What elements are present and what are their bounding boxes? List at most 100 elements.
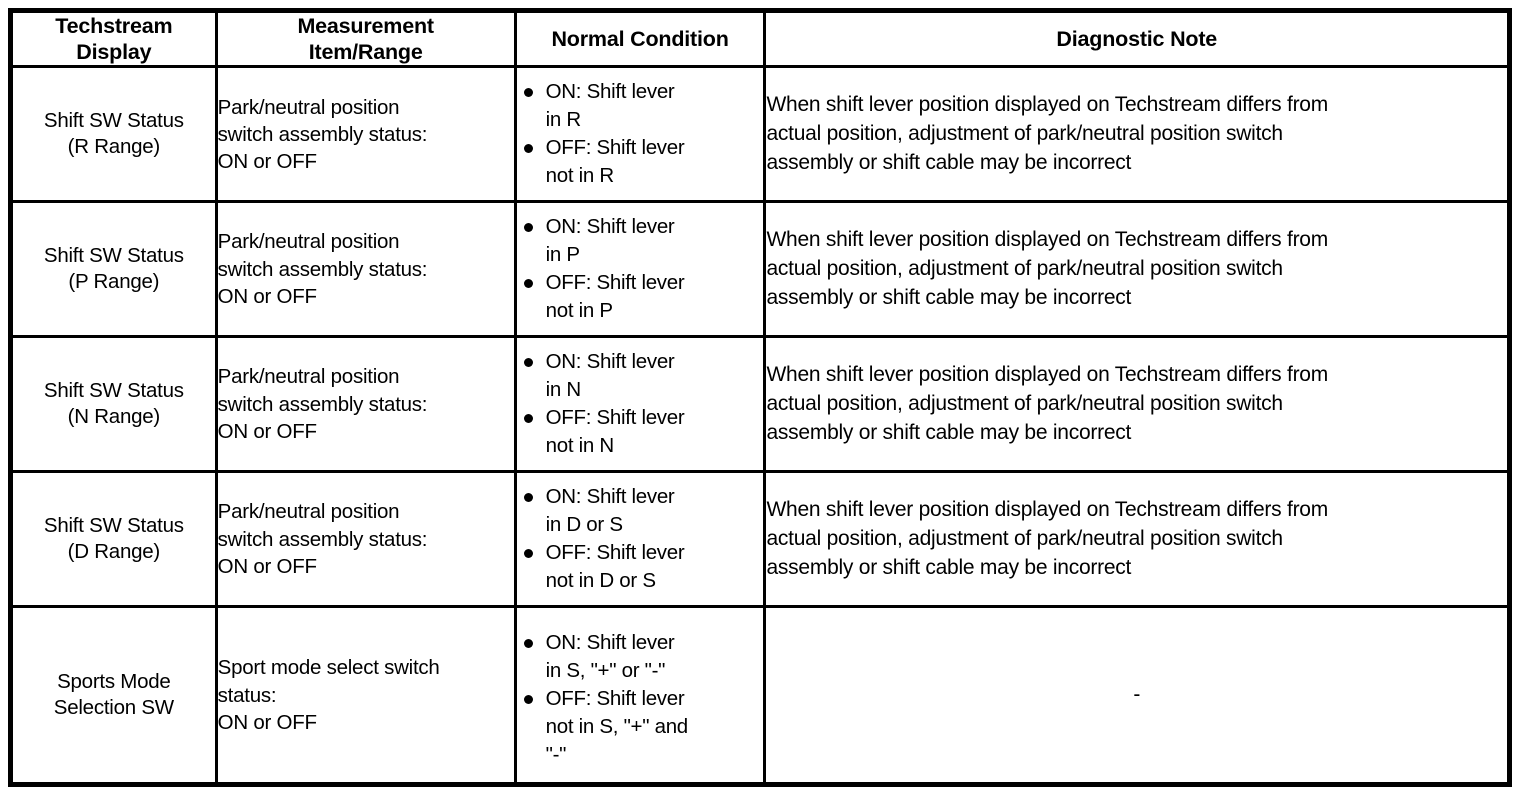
- measurement-line: Park/neutral position: [217, 230, 400, 254]
- display-line: Shift SW Status: [43, 379, 184, 403]
- cell-diagnostic-note-sports-mode-selection-sw: -: [764, 606, 1510, 785]
- condition-line: OFF: Shift lever: [545, 271, 685, 295]
- measurement-line: ON or OFF: [217, 150, 317, 174]
- column-header-line: Diagnostic Note: [1056, 27, 1218, 52]
- table-body: Shift SW Status(R Range)Park/neutral pos…: [10, 66, 1510, 785]
- condition-bullet-item: ON: Shift lever in D or S: [517, 483, 764, 538]
- column-header-line: Measurement: [297, 14, 434, 38]
- display-line: (P Range): [68, 270, 160, 294]
- display-line: Shift SW Status: [43, 109, 184, 133]
- measurement-line: ON or OFF: [217, 554, 317, 578]
- cell-techstream-display-shift-sw-status-p-range: Shift SW Status(P Range): [10, 201, 218, 339]
- cell-normal-condition-shift-sw-status-n-range: ON: Shift lever in N OFF: Shift lever not i…: [515, 336, 767, 474]
- display-line: (D Range): [67, 540, 161, 564]
- measurement-line: switch assembly status:: [217, 257, 428, 281]
- condition-bullet-item: ON: Shift lever in N: [517, 348, 764, 403]
- diagnostic-note-line: When shift lever position displayed on T…: [766, 498, 1328, 522]
- cell-measurement-item-range-shift-sw-status-p-range: Park/neutral position switch assembly sta…: [216, 201, 517, 339]
- diagnostic-note-line: When shift lever position displayed on T…: [766, 93, 1328, 117]
- measurement-line: switch assembly status:: [217, 392, 428, 416]
- condition-bullet-item: ON: Shift lever in R: [517, 78, 764, 133]
- condition-bullet-item: OFF: Shift lever not in S, "+" and "-": [517, 685, 762, 768]
- display-line: (N Range): [67, 405, 161, 429]
- cell-techstream-display-shift-sw-status-r-range: Shift SW Status(R Range): [10, 66, 218, 204]
- table-row: Shift SW Status(N Range) Park/neutral pos…: [10, 336, 1510, 474]
- diagnostic-note-line: actual position, adjustment of park/neut…: [766, 391, 1283, 415]
- column-header-line: Item/Range: [308, 40, 423, 65]
- condition-line: OFF: Shift lever: [545, 687, 685, 711]
- diagnostic-note-line: actual position, adjustment of park/neut…: [766, 526, 1283, 550]
- column-header-line: Display: [76, 40, 152, 65]
- condition-bullet-item: OFF: Shift lever not in P: [517, 269, 764, 324]
- condition-line: not in N: [545, 433, 615, 457]
- condition-line: OFF: Shift lever: [545, 136, 685, 160]
- column-header-normal-condition: Normal Condition: [515, 10, 767, 69]
- measurement-line: Sport mode select switch: [217, 656, 440, 680]
- display-line: Selection SW: [53, 696, 174, 720]
- column-header-diagnostic-note: Diagnostic Note: [764, 10, 1510, 69]
- diagnostic-note-line: assembly or shift cable may be incorrect: [766, 420, 1132, 444]
- cell-diagnostic-note-shift-sw-status-r-range: When shift lever position displayed on T…: [764, 66, 1510, 204]
- cell-diagnostic-note-shift-sw-status-d-range: When shift lever position displayed on T…: [764, 471, 1510, 609]
- display-line: Sports Mode: [57, 669, 171, 693]
- diagnostic-note-line: assembly or shift cable may be incorrect: [766, 555, 1132, 579]
- condition-line: "-": [545, 742, 567, 766]
- condition-line: OFF: Shift lever: [545, 406, 685, 430]
- table-row: Shift SW Status(R Range)Park/neutral pos…: [10, 66, 1510, 204]
- condition-line: ON: Shift lever: [545, 215, 675, 239]
- condition-line: ON: Shift lever: [545, 630, 675, 654]
- cell-measurement-item-range-shift-sw-status-n-range: Park/neutral position switch assembly sta…: [216, 336, 517, 474]
- display-line: Shift SW Status: [43, 244, 184, 268]
- measurement-line: switch assembly status:: [217, 527, 428, 551]
- diagnostic-note-line: assembly or shift cable may be incorrect: [766, 285, 1132, 309]
- condition-list: ON: Shift lever in D or S OFF: Shift lever…: [517, 483, 764, 595]
- measurement-line: Park/neutral position: [217, 95, 400, 119]
- diagnostic-note-line: -: [1133, 682, 1141, 706]
- table-row: Shift SW Status(D Range)Park/neutral pos…: [10, 471, 1510, 609]
- condition-line: OFF: Shift lever: [545, 541, 685, 565]
- table-row: Shift SW Status(P Range)Park/neutral pos…: [10, 201, 1510, 339]
- cell-diagnostic-note-shift-sw-status-n-range: When shift lever position displayed on T…: [764, 336, 1510, 474]
- diagnostic-note-line: When shift lever position displayed on T…: [766, 228, 1328, 252]
- condition-line: not in S, "+" and: [545, 714, 689, 738]
- condition-list: ON: Shift lever in N OFF: Shift lever not i…: [517, 348, 764, 460]
- diagnostic-note-line: actual position, adjustment of park/neut…: [766, 122, 1283, 146]
- condition-line: in N: [545, 377, 582, 401]
- measurement-line: status:: [217, 683, 277, 707]
- cell-normal-condition-shift-sw-status-d-range: ON: Shift lever in D or S OFF: Shift lever…: [515, 471, 767, 609]
- cell-measurement-item-range-shift-sw-status-d-range: Park/neutral position switch assembly sta…: [216, 471, 517, 609]
- measurement-line: ON or OFF: [217, 419, 317, 443]
- condition-line: not in P: [545, 299, 613, 323]
- condition-line: in R: [545, 107, 582, 131]
- cell-techstream-display-shift-sw-status-d-range: Shift SW Status(D Range): [10, 471, 218, 609]
- diagnostic-note-line: actual position, adjustment of park/neut…: [766, 256, 1283, 280]
- cell-diagnostic-note-shift-sw-status-p-range: When shift lever position displayed on T…: [764, 201, 1510, 339]
- measurement-line: Park/neutral position: [217, 500, 400, 524]
- measurement-line: Park/neutral position: [217, 365, 400, 389]
- condition-line: ON: Shift lever: [545, 349, 675, 373]
- condition-bullet-item: OFF: Shift lever not in N: [517, 404, 764, 459]
- condition-line: ON: Shift lever: [545, 484, 675, 508]
- measurement-line: ON or OFF: [217, 284, 317, 308]
- display-line: Shift SW Status: [43, 514, 184, 538]
- condition-line: in D or S: [545, 512, 623, 536]
- column-header-line: Techstream: [55, 14, 173, 38]
- condition-line: ON: Shift lever: [545, 80, 675, 104]
